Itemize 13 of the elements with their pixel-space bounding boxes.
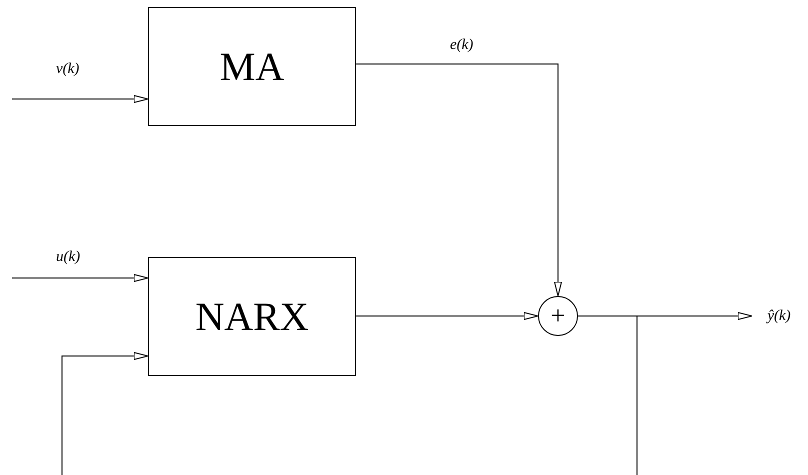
summing-junction: + [538,296,578,336]
process-box: MA [148,7,356,126]
arrow [12,95,148,103]
edge-label: ν(k) [56,62,80,77]
connector-line [578,316,638,475]
output-label: ŷ(k) [752,305,806,327]
arrow [12,274,148,282]
process-box: NARX [148,257,356,376]
arrow [356,64,562,296]
arrow [356,312,538,320]
edge-label: e(k) [450,38,474,53]
arrow [62,352,148,475]
edge-label: u(k) [56,250,80,265]
